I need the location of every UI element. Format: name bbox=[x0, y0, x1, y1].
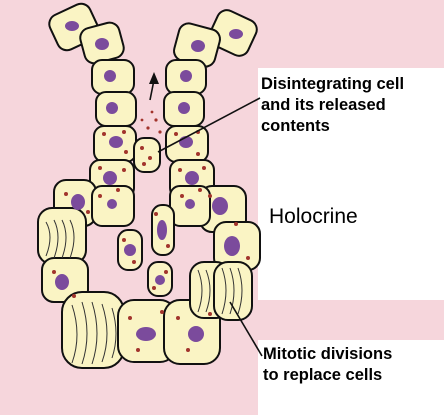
label-line: Disintegrating cell bbox=[261, 74, 441, 95]
cell bbox=[214, 262, 252, 320]
label-line: and its released bbox=[261, 95, 441, 116]
label-line: Mitotic divisions bbox=[263, 344, 443, 365]
cell bbox=[38, 208, 86, 264]
figure-title: Holocrine bbox=[269, 205, 358, 229]
disintegrating-cell bbox=[134, 138, 160, 172]
cell bbox=[62, 292, 124, 368]
label-line: to replace cells bbox=[263, 365, 443, 386]
label-line: contents bbox=[261, 116, 441, 137]
label-mitotic-divisions: Mitotic divisions to replace cells bbox=[263, 344, 443, 386]
label-disintegrating-cell: Disintegrating cell and its released con… bbox=[261, 74, 441, 137]
